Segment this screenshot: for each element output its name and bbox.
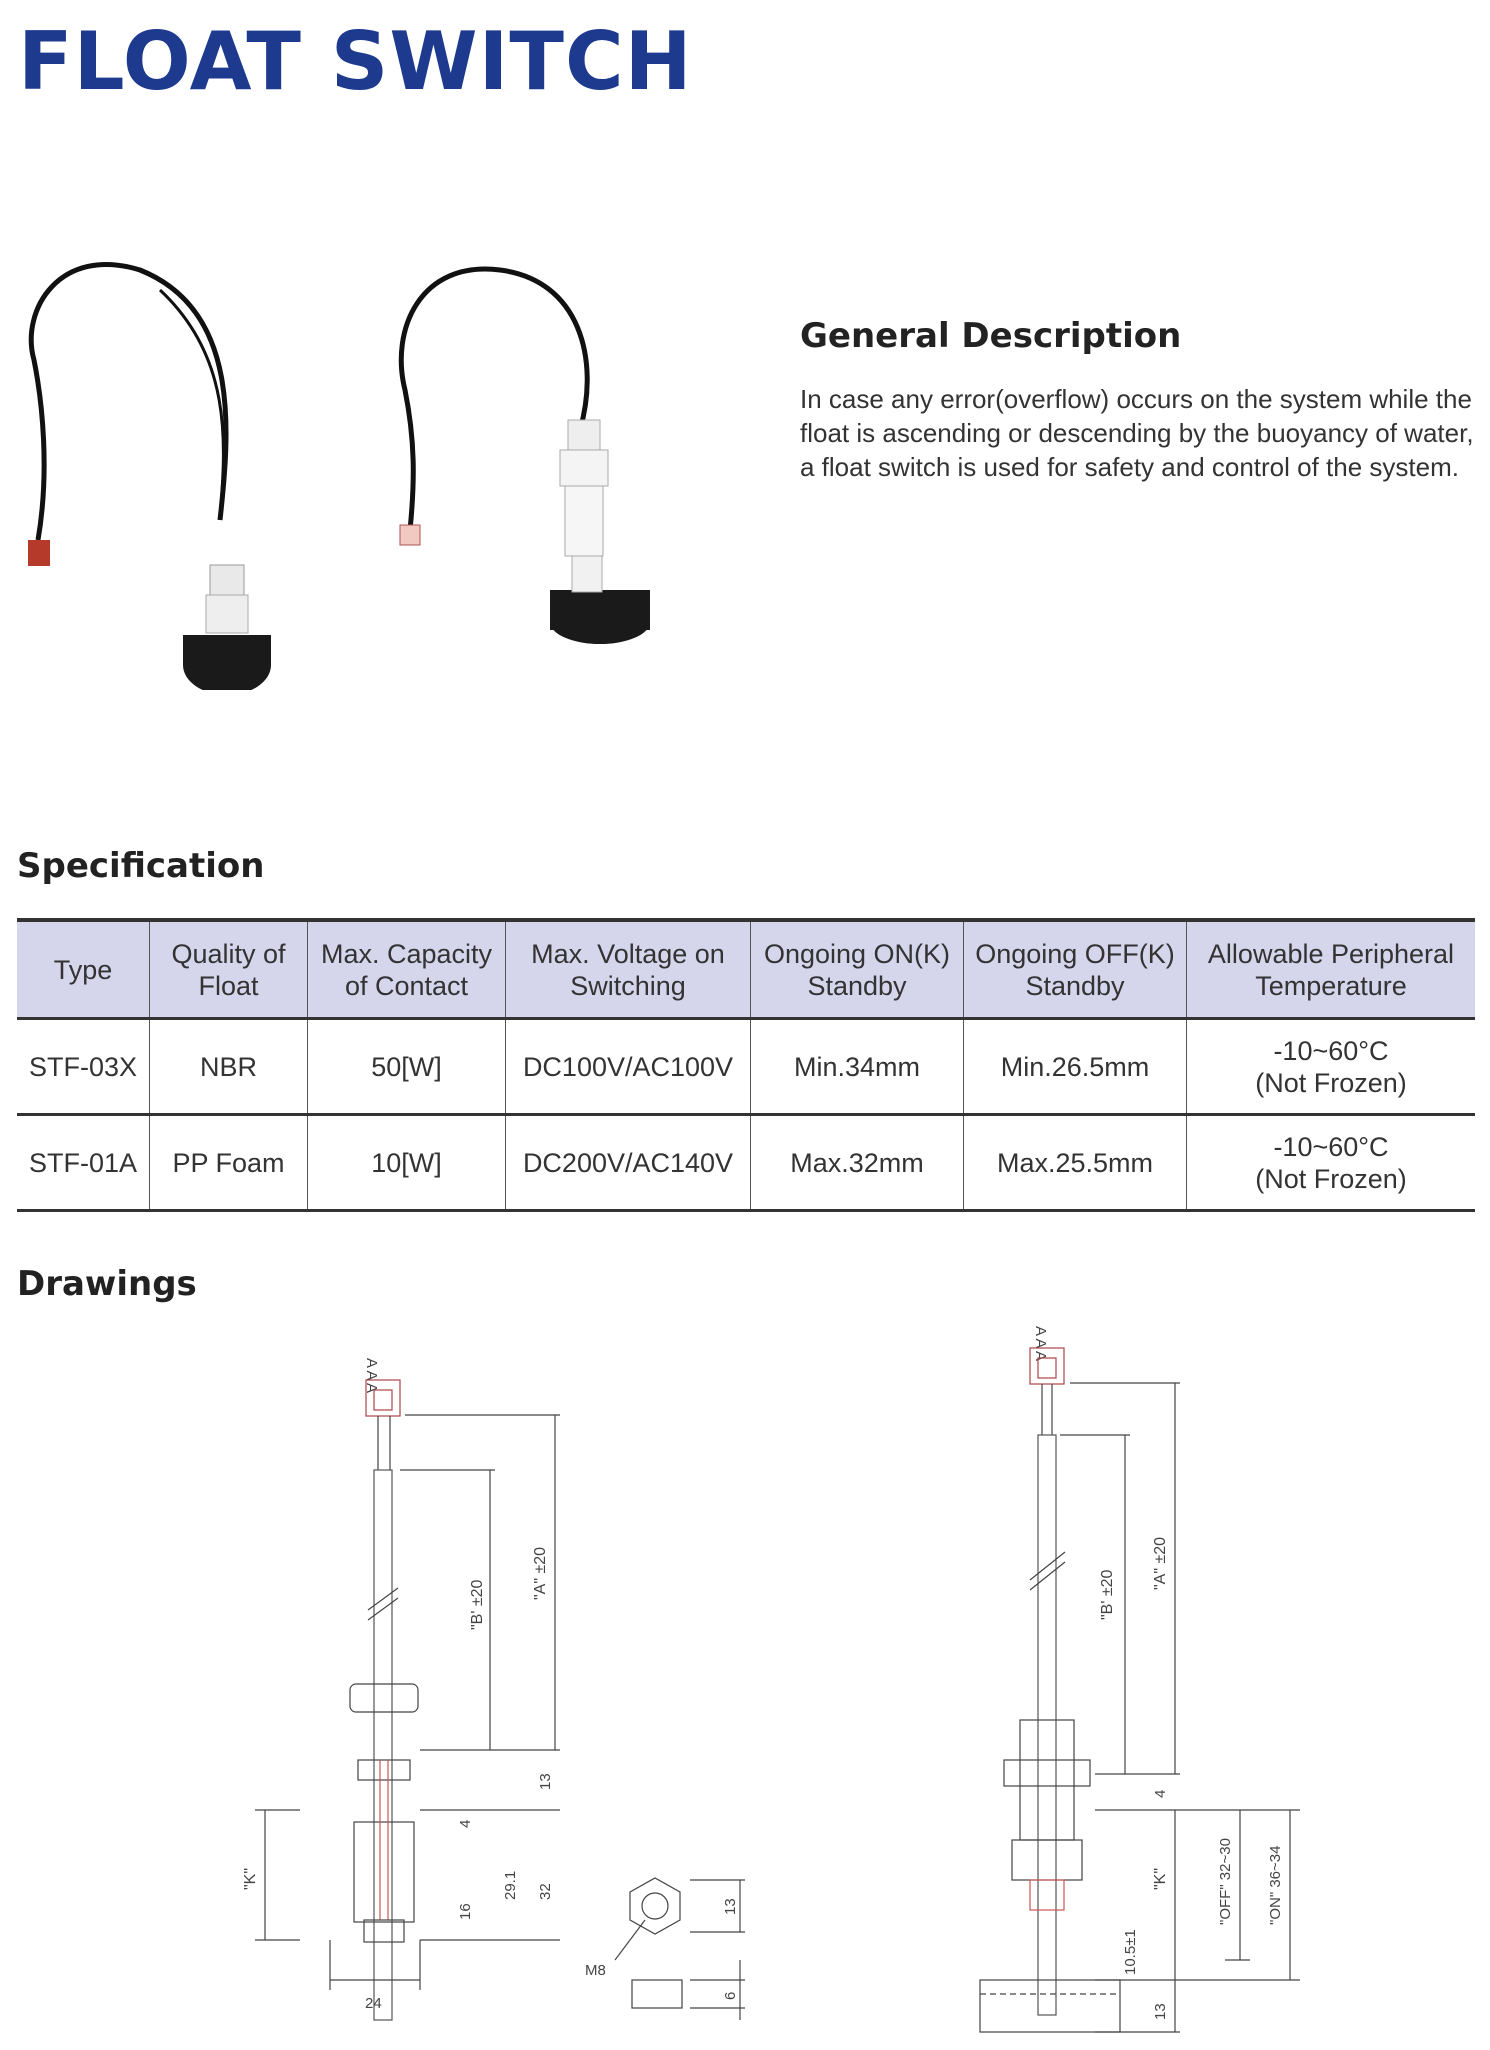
col-type: Type [17,918,150,1020]
cell-voltage: DC100V/AC100V [505,1018,751,1116]
cell-off: Min.26.5mm [963,1018,1187,1116]
col-off: Ongoing OFF(K) Standby [963,918,1187,1020]
cell-capacity: 10[W] [307,1114,506,1212]
right-d13: 13 [1152,2003,1169,2020]
right-d4: 4 [1152,1790,1169,1798]
cell-quality: NBR [149,1018,308,1116]
specification-heading: Specification [17,846,265,886]
right-dim-a: "A" ±20 [1152,1537,1169,1590]
cell-temperature: -10~60°C (Not Frozen) [1186,1018,1475,1116]
technical-drawings: A A A "A" ±20 "B' ±20 "K" 13 4 29.1 32 1… [242,1326,1300,2033]
general-description-text: In case any error(overflow) occurs on th… [800,384,1474,482]
left-dim-b: "B' ±20 [469,1579,486,1630]
table-header-row: Type Quality of Float Max. Capacity of C… [17,918,1475,1020]
right-off: "OFF" 32~30 [1217,1838,1234,1925]
cell-voltage: DC200V/AC140V [505,1114,751,1212]
drawings-heading: Drawings [17,1264,197,1304]
col-temperature: Allowable Peripheral Temperature [1186,918,1475,1020]
right-drawing: A A A "A" ±20 "B' ±20 "K" 4 10.5±1 13 "O… [979,1326,1300,2033]
cell-on: Max.32mm [750,1114,964,1212]
nut-thread: M8 [585,1962,606,1979]
cell-type: STF-01A [17,1114,150,1212]
cable-left [28,262,229,541]
general-description-heading: General Description [800,316,1182,356]
connector-left [28,540,50,566]
cell-type: STF-03X [17,1018,150,1116]
col-quality: Quality of Float [149,918,308,1020]
table-row: STF-01A PP Foam 10[W] DC200V/AC140V Max.… [17,1114,1475,1212]
right-dim-k: "K" [1152,1868,1169,1890]
right-d105: 10.5±1 [1122,1929,1139,1975]
left-d24: 24 [365,1995,382,2012]
right-on: "ON" 36~34 [1267,1846,1284,1925]
float-right [550,600,650,644]
left-d4: 4 [457,1820,474,1828]
left-drawing: A A A "A" ±20 "B' ±20 "K" 13 4 29.1 32 1… [242,1358,745,2021]
nut-d6: 6 [722,1992,739,2000]
cell-off: Max.25.5mm [963,1114,1187,1212]
left-d16: 16 [457,1903,474,1920]
left-d29: 29.1 [502,1871,519,1900]
product-photo [28,262,650,690]
cell-capacity: 50[W] [307,1018,506,1116]
left-dim-k: "K" [242,1868,259,1890]
left-dim-a: "A" ±20 [532,1547,549,1600]
left-pins: A A A [363,1358,380,1393]
col-capacity: Max. Capacity of Contact [307,918,506,1020]
col-on: Ongoing ON(K) Standby [750,918,964,1020]
col-voltage: Max. Voltage on Switching [505,918,751,1020]
left-d13: 13 [537,1773,554,1790]
specification-table: Type Quality of Float Max. Capacity of C… [17,918,1475,1212]
hex-nut-icon [629,1877,681,1935]
cell-on: Min.34mm [750,1018,964,1116]
cell-quality: PP Foam [149,1114,308,1212]
right-dim-b: "B' ±20 [1099,1569,1116,1620]
left-d32: 32 [537,1883,554,1900]
nut-d13: 13 [722,1898,739,1915]
page-title: FLOAT SWITCH [18,15,693,108]
table-row: STF-03X NBR 50[W] DC100V/AC100V Min.34mm… [17,1018,1475,1116]
right-pins: A A A [1032,1326,1049,1361]
cable-right [398,266,590,531]
connector-right [399,524,421,546]
cell-temperature: -10~60°C (Not Frozen) [1186,1114,1475,1212]
